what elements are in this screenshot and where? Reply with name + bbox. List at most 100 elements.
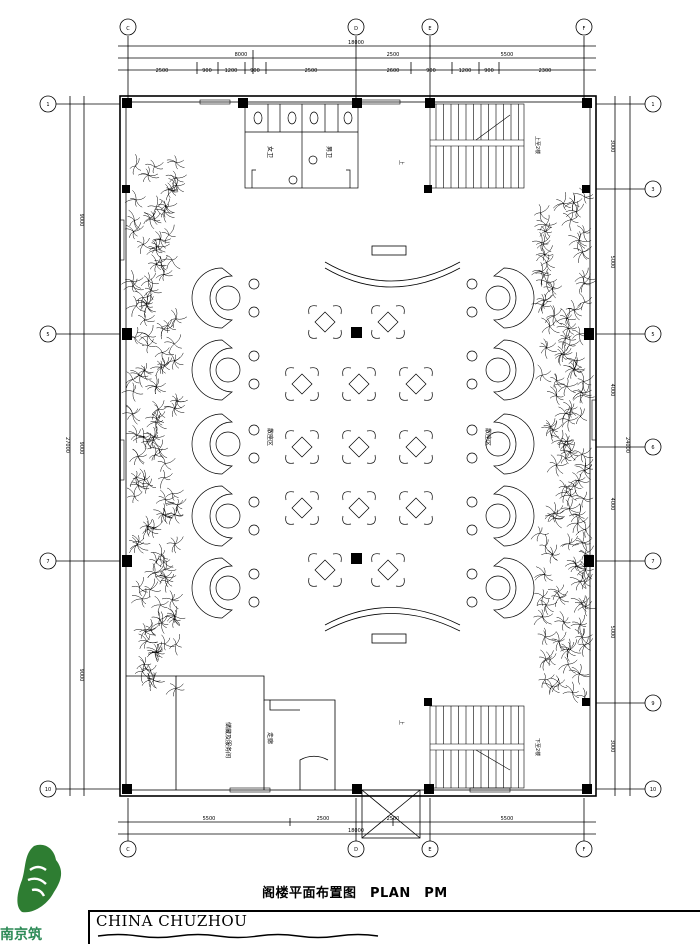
booth-table-right: [485, 575, 511, 601]
table-top: [405, 436, 427, 458]
plant-leaf: [542, 651, 557, 666]
plant-leaf: [136, 655, 152, 672]
table-chair: [309, 430, 319, 440]
plant-leaf: [154, 570, 177, 588]
plant-leaf: [160, 184, 179, 198]
plant-leaf: [129, 478, 150, 496]
table-top: [405, 497, 427, 519]
structural-columns: [122, 98, 594, 794]
plant-leaf: [533, 609, 553, 625]
dim-detail-6: 2600: [387, 68, 400, 74]
planter-left: [121, 154, 188, 697]
plant-leaf: [570, 614, 588, 636]
table-top: [314, 559, 336, 581]
plant-leaf: [156, 321, 174, 340]
dim-right-total: 24000: [624, 437, 630, 453]
plant-leaf: [555, 484, 575, 503]
axis-label-left-1: 1: [46, 102, 49, 108]
plant-leaf: [560, 499, 580, 517]
table-chair: [332, 329, 342, 339]
plant-leaf: [561, 212, 579, 232]
table-chair: [423, 367, 433, 377]
top-axis-markers: [118, 18, 596, 100]
plant-leaf: [169, 634, 182, 656]
stair-top-up: 上: [398, 160, 405, 165]
table-chair: [399, 454, 409, 464]
storage-label: 储藏及服务间: [224, 722, 232, 758]
brand-logo: [17, 844, 62, 913]
plant-leaf: [141, 272, 159, 291]
plant-leaf: [539, 649, 554, 671]
table-top: [348, 497, 370, 519]
table-chair: [332, 305, 342, 315]
plant-leaf: [150, 543, 169, 564]
stair-top: [429, 103, 525, 189]
axis-label-right-6: 6: [651, 445, 654, 451]
dim-detail-9: 900: [484, 68, 494, 74]
plant-leaf: [151, 231, 172, 249]
table-top: [291, 497, 313, 519]
dim-detail-10: 2300: [539, 68, 552, 74]
dim-top-2: 2500: [387, 52, 400, 58]
table-chair: [332, 577, 342, 587]
table-top: [314, 311, 336, 333]
seat-left-label: 散座区: [266, 428, 274, 446]
plant-leaf: [545, 509, 565, 529]
table-chair: [423, 491, 433, 501]
table-chair: [399, 391, 409, 401]
plant-leaf: [157, 469, 173, 489]
plant-leaf: [573, 491, 594, 508]
table-chair: [395, 305, 405, 315]
plant-leaf: [542, 678, 560, 695]
plant-leaf: [573, 187, 594, 204]
plant-leaf: [165, 170, 187, 187]
table-chair: [342, 454, 352, 464]
chair-left: [248, 596, 260, 608]
plant-leaf: [537, 222, 553, 240]
dim-right-5: 5000: [609, 626, 615, 639]
plant-leaf: [131, 588, 151, 608]
axis-label-right-9: 9: [651, 701, 654, 707]
toilet-block: [244, 103, 359, 189]
booth-table-left: [215, 431, 241, 457]
table-chair: [342, 367, 352, 377]
dim-detail-7: 900: [426, 68, 436, 74]
table-chair: [399, 367, 409, 377]
axis-label-bottom-d: D: [354, 847, 358, 853]
plant-leaf: [536, 599, 558, 615]
plant-leaf: [166, 606, 186, 624]
table-chair: [342, 391, 352, 401]
stair-top-label: 上至2楼: [534, 136, 541, 154]
plant-leaf: [568, 231, 592, 252]
table-chair: [285, 454, 295, 464]
chair-right: [466, 596, 478, 608]
plant-leaf: [161, 590, 183, 610]
chair-right: [466, 524, 478, 536]
table-chair: [371, 553, 381, 563]
chair-right: [466, 350, 478, 362]
plant-leaf: [568, 559, 587, 575]
booth-table-left: [215, 503, 241, 529]
plant-leaf: [566, 513, 589, 534]
seat-right-label: 散座区: [484, 428, 492, 446]
plant-leaf: [125, 371, 140, 389]
plant-leaf: [161, 224, 176, 244]
plant-leaf: [153, 503, 173, 523]
plant-leaf: [534, 214, 557, 237]
booth-left: [191, 413, 233, 475]
booth-left: [191, 557, 233, 619]
axis-label-bottom-f: F: [583, 847, 586, 853]
axis-label-right-5: 5: [651, 332, 654, 338]
table-top: [405, 373, 427, 395]
plant-leaf: [539, 338, 557, 359]
table-chair: [423, 454, 433, 464]
plant-leaf: [144, 563, 165, 583]
plant-leaf: [159, 560, 177, 576]
dim-right-2: 5000: [609, 256, 615, 269]
booth-table-left: [215, 285, 241, 311]
booth-table-right: [485, 357, 511, 383]
plant-leaf: [551, 590, 569, 607]
plant-leaf: [568, 503, 586, 523]
plant-leaf: [141, 672, 157, 689]
plant-leaf: [536, 271, 558, 293]
